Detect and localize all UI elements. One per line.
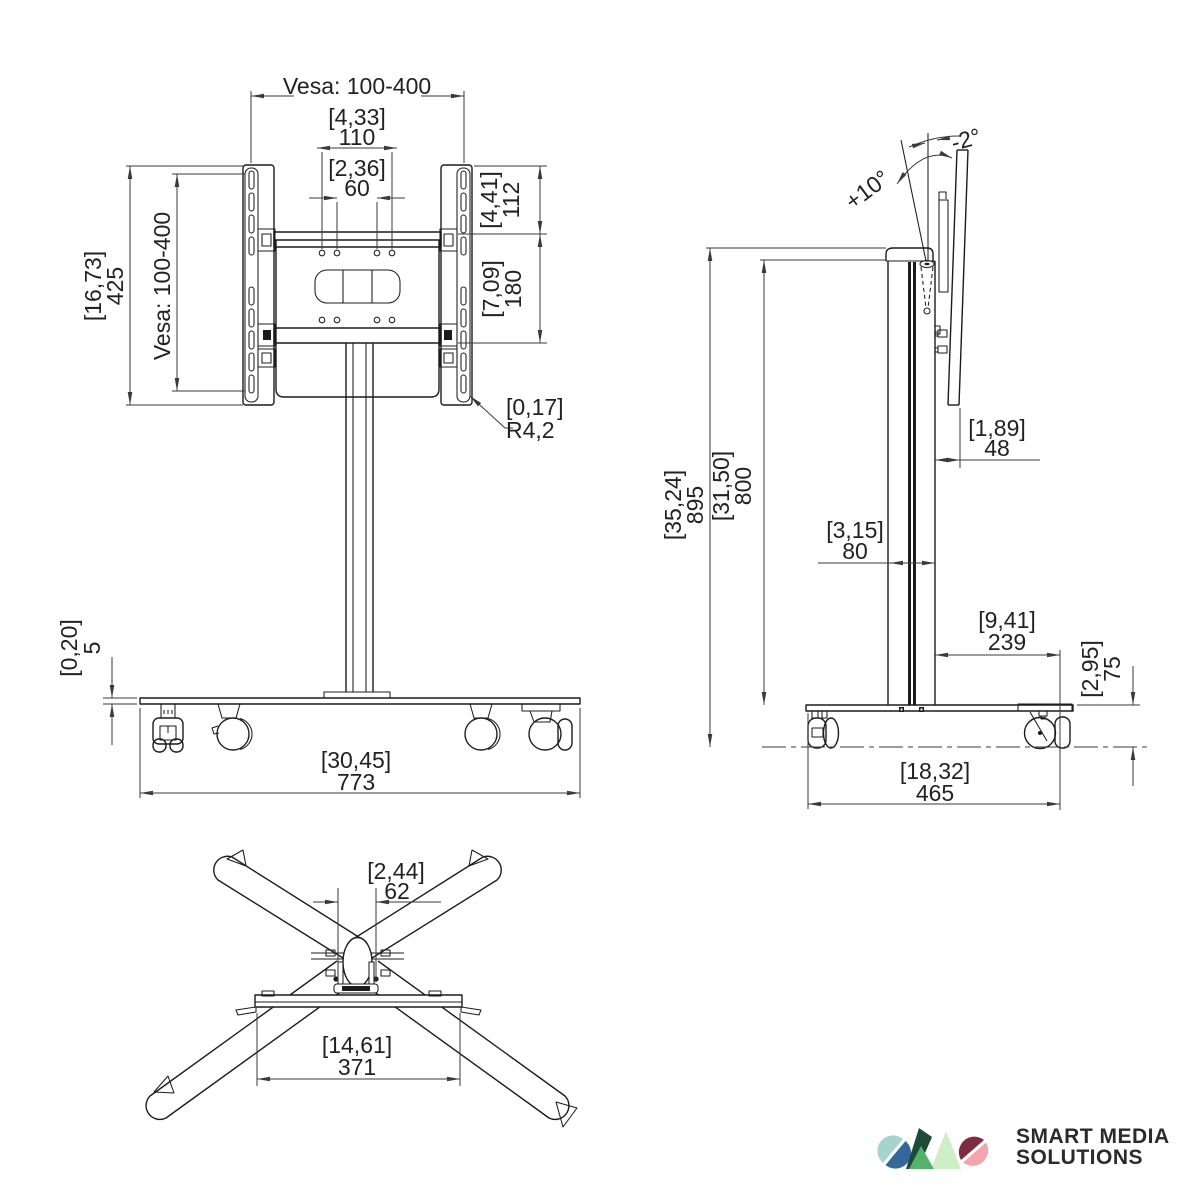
dim-label-371-mm: 371 [338, 1054, 376, 1080]
dim-label-180-inch: [7,09] [478, 260, 504, 318]
dim-label-800-mm: 800 [730, 467, 756, 505]
dim-label-112-inch: [4,41] [476, 171, 502, 229]
logo-circle2-maroon [958, 1136, 984, 1160]
dim-label-80-mm: 80 [842, 538, 868, 564]
dim-label-800-inch: [31,50] [708, 451, 734, 521]
side-dimensions [706, 135, 1140, 810]
column-cross-section [342, 936, 373, 988]
leg-lower-right-flap [555, 1101, 578, 1128]
display-panel [947, 149, 969, 406]
logo-band-dark [906, 1128, 932, 1169]
dim-label-radius-mm: R4,2 [506, 417, 555, 443]
tilt-mechanism [900, 133, 935, 315]
dim-label-465-mm: 465 [916, 780, 954, 806]
dim-label-239-mm: 239 [988, 629, 1026, 655]
logo-text-line1: SMART MEDIA [1016, 1125, 1170, 1148]
logo-mark [877, 1128, 989, 1169]
side-geometry [762, 133, 1152, 750]
leg-upper-right-flap [468, 849, 489, 867]
dim-label-62-inch: [2,44] [367, 858, 425, 884]
dim-label-80-inch: [3,15] [826, 517, 884, 543]
leg-upper-left [213, 855, 366, 964]
mount-holes [318, 249, 396, 324]
dim-label-5-mm: 5 [79, 642, 105, 655]
leg-upper-left-flap [226, 849, 247, 867]
dim-label-75-inch: [2,95] [1077, 640, 1103, 698]
front-view: Vesa: 100-400 [4,33] 110 [2,36] 60 [4,41… [56, 73, 581, 798]
leg-upper-right [349, 855, 502, 964]
dim-label-110-inch: [4,33] [328, 104, 386, 130]
dim-label-60-inch: [2,36] [328, 155, 386, 181]
front-geometry [139, 164, 581, 753]
dim-label-112-mm: 112 [498, 182, 524, 219]
bottom-view: [2,44] 62 [14,61] 371 [145, 849, 578, 1128]
leg-lower-left [145, 960, 354, 1121]
dim-label-vesa-width: Vesa: 100-400 [283, 73, 431, 99]
base-legs [145, 849, 578, 1128]
dim-label-465-inch: [18,32] [900, 758, 970, 784]
front-caster-3 [464, 703, 501, 751]
base-cross-plate [235, 990, 482, 1016]
dim-label-425-mm: 425 [102, 267, 128, 305]
front-caster-1 [152, 703, 184, 753]
lower-crossbar [257, 323, 458, 368]
side-column [885, 247, 941, 705]
front-caster-4 [521, 703, 573, 751]
logo-triangle-mid [909, 1146, 934, 1169]
side-base-plate [805, 704, 1074, 712]
dim-label-425-inch: [16,73] [80, 251, 106, 321]
side-caster-left [807, 710, 840, 749]
logo-circle1-teal [877, 1135, 903, 1163]
front-dimensions [103, 76, 581, 798]
dim-label-62-mm: 62 [384, 878, 410, 904]
dim-label-tilt-up: +10° [840, 165, 894, 215]
mount-bracket [934, 191, 949, 354]
dim-label-5-inch: [0,20] [56, 619, 82, 677]
logo-text-line2: SOLUTIONS [1016, 1146, 1143, 1169]
front-caster-2 [211, 703, 253, 751]
upper-crossbar [257, 228, 458, 252]
mount-plate [275, 239, 440, 398]
dim-label-radius-inch: [0,17] [506, 394, 564, 420]
dim-label-75-mm: 75 [1099, 656, 1125, 682]
dim-label-tilt-down: -2° [948, 123, 983, 156]
leg-lower-left-flap [153, 1075, 175, 1094]
brand-logo: SMART MEDIA SOLUTIONS [877, 1125, 1169, 1169]
dim-label-773-inch: [30,45] [321, 747, 391, 773]
dim-label-895-mm: 895 [682, 486, 708, 524]
logo-circle2-pink [963, 1142, 989, 1166]
dim-label-60-mm: 60 [344, 175, 370, 201]
dim-label-180-mm: 180 [500, 270, 526, 308]
dim-label-48-inch: [1,89] [968, 415, 1026, 441]
dim-label-48-mm: 48 [984, 435, 1010, 461]
front-base-plate [139, 697, 581, 705]
right-vesa-rail [440, 164, 473, 406]
dim-label-773-mm: 773 [337, 769, 375, 795]
cable-slot [314, 269, 401, 304]
dim-label-vesa-height: Vesa: 100-400 [149, 212, 175, 360]
front-column [323, 343, 391, 699]
leg-lower-right [361, 960, 570, 1121]
logo-circle1-blue [885, 1141, 912, 1169]
dim-label-371-inch: [14,61] [322, 1032, 392, 1058]
dim-label-239-inch: [9,41] [978, 607, 1036, 633]
side-caster-right [1017, 703, 1073, 750]
dim-label-895-inch: [35,24] [660, 470, 686, 540]
left-vesa-rail [242, 164, 275, 406]
side-view: +10° -2° [35,24] 895 [31,50] 800 [3,15] … [660, 123, 1152, 810]
bottom-dimensions [256, 888, 461, 1086]
dim-label-110-mm: 110 [339, 124, 376, 150]
logo-triangle-light [931, 1131, 961, 1169]
